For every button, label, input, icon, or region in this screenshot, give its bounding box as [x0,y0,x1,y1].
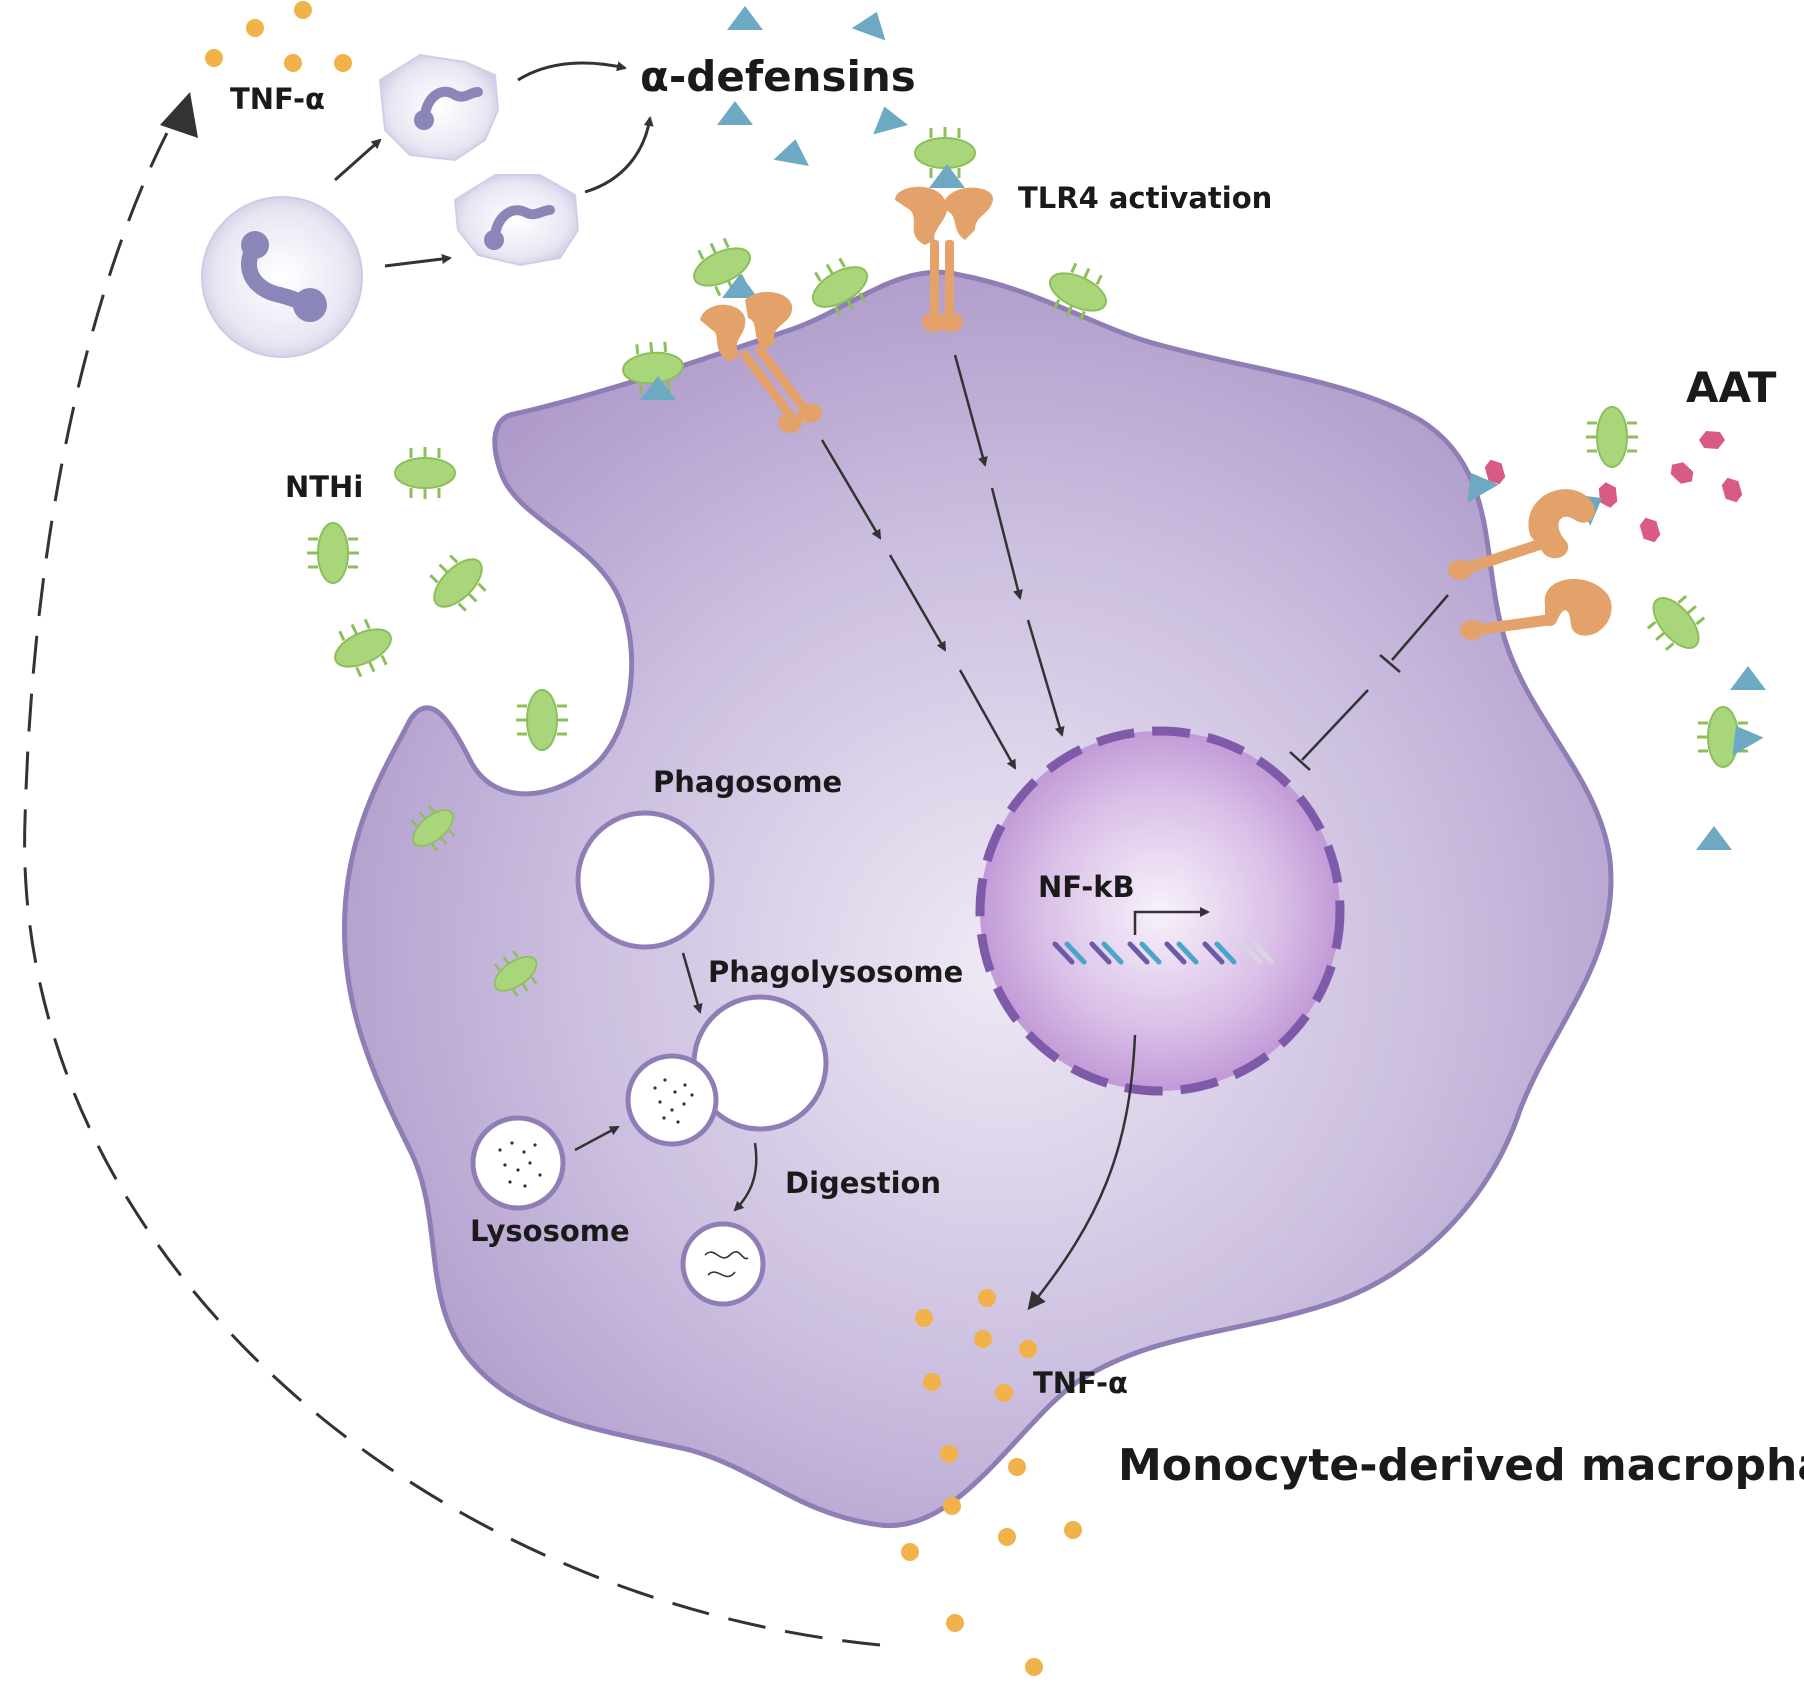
tlr4-receptor-left [700,291,822,433]
tnf-alpha-label-top: TNF-α [230,82,325,116]
aat-receptor-2 [1460,578,1612,640]
lysosome-label: Lysosome [470,1214,630,1248]
arrow-neutrophil-2-to-defensins [584,116,654,194]
arrow-monocyte-to-neutrophil-2 [384,254,452,268]
phagolysosome-label: Phagolysosome [708,955,963,989]
nthi-label: NTHi [285,470,363,504]
nthi-bacterium [416,541,500,625]
arrow-nucleus-to-tnf [1027,1034,1137,1311]
neutrophil-1 [378,53,500,162]
alpha-defensins-label: α-defensins [640,52,916,101]
arrow-neutrophil-1-to-defensins [517,61,627,82]
phagosome-label: Phagosome [653,765,842,799]
tnf-particles-top [205,1,352,72]
nthi-bacterium [323,610,403,686]
signal-arrows-left [820,439,1017,770]
feedback-arc-dashed [23,99,881,1647]
nthi-bacterium [1584,405,1640,469]
monocyte-cell [201,196,363,358]
macrophage-label: Monocyte-derived macrophage [1118,1440,1804,1491]
phagolysosome [482,941,829,1147]
aat-receptor-1 [1448,489,1595,580]
arrow-lysosome-to-phagolysosome [574,1125,620,1152]
tlr4-activation-label: TLR4 activation [1018,181,1272,215]
digested-vesicle [680,1221,766,1307]
dna-helix [1052,941,1275,965]
lysosome [470,1115,566,1211]
aat-inhibition-line [1289,594,1449,771]
tnf-alpha-label-bottom: TNF-α [1033,1366,1128,1400]
nthi-bacterium [393,445,457,501]
neutrophil-2 [453,174,580,267]
digestion-label: Digestion [785,1166,941,1200]
signal-arrows-top [953,354,1065,737]
arrow-monocyte-to-neutrophil-1 [334,138,382,182]
transcription-start-arrow [1133,907,1210,935]
nf-kb-label: NF-kB [1038,870,1135,904]
nthi-bacterium [305,521,361,585]
arrow-to-digestion [733,1142,758,1212]
nthi-bacterium [514,688,570,752]
feedback-arrowhead [160,92,198,138]
nthi-bacterium [1635,581,1717,665]
phagosome [400,795,715,950]
arrow-phagosome-to-phagolysosome [681,952,703,1014]
tlr4-receptor-top [895,186,994,332]
aat-label: AAT [1686,363,1777,412]
